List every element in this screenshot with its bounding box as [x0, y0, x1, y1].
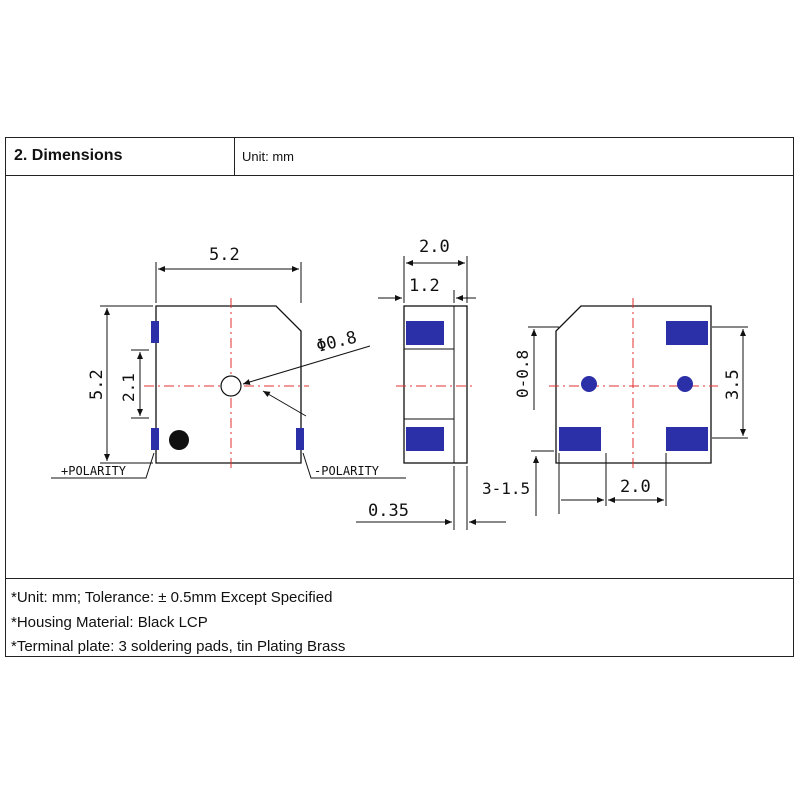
side-pad-top: [406, 321, 444, 345]
bottom-via-right: [677, 376, 693, 392]
side-view-outline: [403, 305, 468, 464]
spec-notes: *Unit: mm; Tolerance: ± 0.5mm Except Spe…: [6, 578, 793, 656]
side-width-dim: 2.0: [419, 237, 450, 257]
header-divider: [234, 138, 235, 175]
minus-polarity-leader: [302, 452, 406, 479]
plus-polarity-leader: [51, 452, 155, 479]
pad-pitch-dim: 3.5: [723, 369, 743, 400]
pad-size-dim: 3-1.5: [482, 479, 530, 498]
note-tolerance: *Unit: mm; Tolerance: ± 0.5mm Except Spe…: [11, 589, 333, 606]
note-terminal-plate: *Terminal plate: 3 soldering pads, tin P…: [11, 638, 346, 655]
plus-polarity-label: +POLARITY: [61, 464, 127, 478]
dimension-sheet: 2. Dimensions Unit: mm: [5, 137, 794, 657]
front-pad-top-left: [151, 321, 159, 343]
front-pad-bottom-right: [296, 428, 304, 450]
dimension-header: 2. Dimensions Unit: mm: [6, 138, 793, 176]
side-inner-dim: 1.2: [409, 276, 440, 296]
front-view: 5.2 5.2 2.1 Φ0.8 +POLARITY -POLARITY: [51, 245, 406, 479]
bottom-view: 0-0.8 3.5 3-1.5 2.0: [482, 298, 748, 516]
unit-label: Unit: mm: [242, 149, 294, 164]
note-housing-material: *Housing Material: Black LCP: [11, 614, 208, 631]
bottom-pad-bottom-left: [559, 427, 601, 451]
mechanical-drawing: 5.2 5.2 2.1 Φ0.8 +POLARITY -POLARITY: [51, 237, 748, 530]
section-title: 2. Dimensions: [14, 147, 123, 164]
hole-leader-line: [242, 345, 371, 385]
front-width-dim: 5.2: [209, 245, 240, 265]
bottom-pad-bottom-right: [666, 427, 708, 451]
pad-spacing-dim: 2.1: [119, 373, 138, 402]
pad-gap-dim: 2.0: [620, 477, 651, 497]
bottom-pad-top-right: [666, 321, 708, 345]
polarity-dot: [169, 430, 189, 450]
side-view: 2.0 1.2 0.35: [356, 237, 506, 530]
sound-hole: [220, 375, 242, 397]
side-thickness-dim: 0.35: [368, 501, 409, 521]
side-pad-bottom: [406, 427, 444, 451]
bottom-via-left: [581, 376, 597, 392]
minus-polarity-label: -POLARITY: [314, 464, 380, 478]
pad-offset-dim: 0-0.8: [513, 350, 532, 398]
hole-diameter-dim: Φ0.8: [314, 328, 359, 357]
hole-leader-line: [262, 390, 307, 417]
front-pad-bottom-left: [151, 428, 159, 450]
front-height-dim: 5.2: [87, 369, 107, 400]
